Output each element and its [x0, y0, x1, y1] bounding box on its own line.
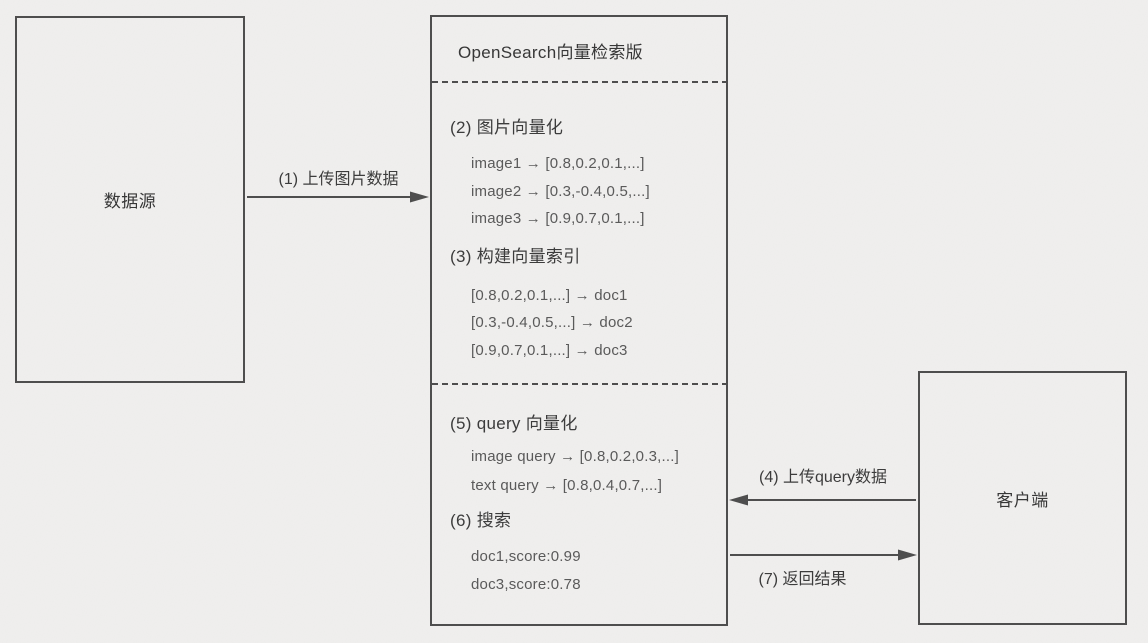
data-source-label: 数据源 — [103, 192, 157, 211]
section-heading-build-index: (3) 构建向量索引 — [450, 247, 581, 266]
index-line-doc2: [0.3,-0.4,0.5,...] → doc2 — [471, 314, 633, 331]
data-source-node: 数据源 — [15, 16, 245, 383]
index-line-doc1: [0.8,0.2,0.1,...] → doc1 — [471, 287, 628, 304]
result-line-doc3: doc3,score:0.78 — [471, 576, 581, 593]
edge-label-upload-images: (1) 上传图片数据 — [278, 171, 399, 188]
index-line-doc3: [0.9,0.7,0.1,...] → doc3 — [471, 342, 628, 359]
vector-line-image3: image3 → [0.9,0.7,0.1,...] — [471, 210, 645, 227]
vector-line-image2: image2 → [0.3,-0.4,0.5,...] — [471, 183, 650, 200]
arrow-upload-images — [247, 191, 429, 203]
section-heading-search: (6) 搜索 — [450, 511, 512, 530]
opensearch-title: OpenSearch向量检索版 — [458, 42, 643, 62]
arrow-upload-query — [729, 494, 916, 506]
client-label: 客户端 — [996, 490, 1049, 510]
opensearch-node: OpenSearch向量检索版 (2) 图片向量化 image1 → [0.8,… — [430, 15, 728, 626]
query-line-text: text query → [0.8,0.4,0.7,...] — [471, 477, 663, 494]
query-line-image: image query → [0.8,0.2,0.3,...] — [471, 448, 679, 465]
section-heading-image-vectorization: (2) 图片向量化 — [450, 118, 564, 137]
section-heading-query-vectorization: (5) query 向量化 — [450, 414, 578, 433]
edge-label-return-results: (7) 返回结果 — [758, 571, 847, 588]
arrow-return-results — [730, 549, 917, 561]
result-line-doc1: doc1,score:0.99 — [471, 548, 581, 565]
edge-label-upload-query: (4) 上传query数据 — [758, 469, 888, 486]
vector-line-image1: image1 → [0.8,0.2,0.1,...] — [471, 155, 645, 172]
client-node: 客户端 — [918, 371, 1127, 625]
